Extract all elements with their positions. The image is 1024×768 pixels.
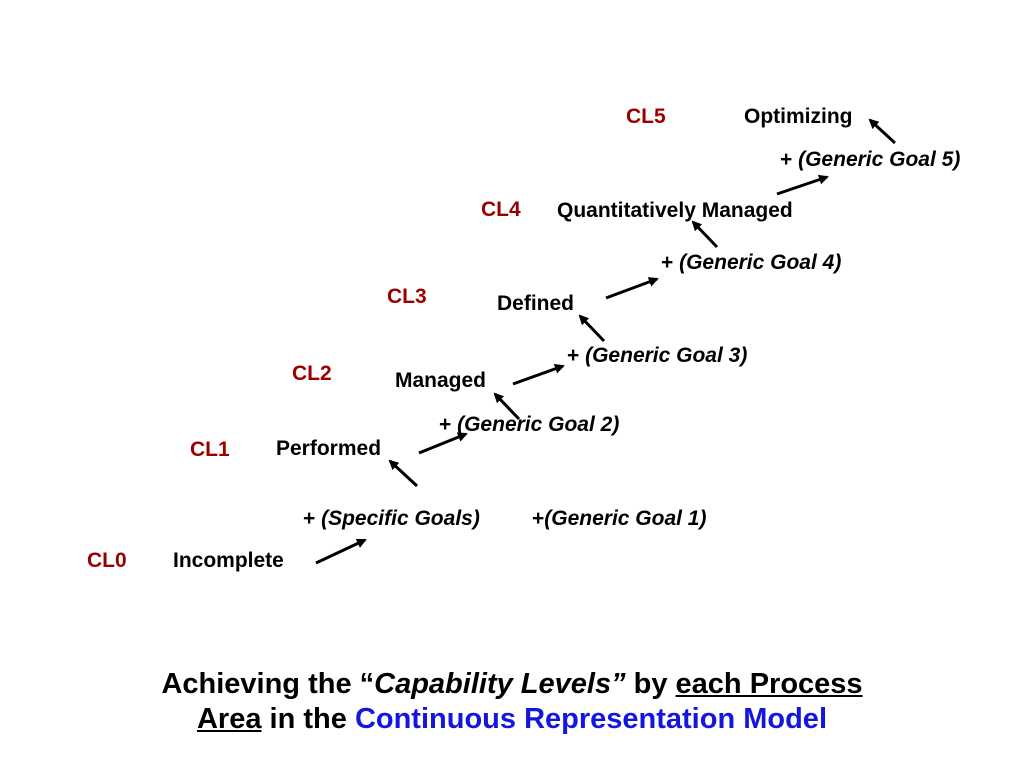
arrow-managed-to-gg3 xyxy=(512,364,565,386)
goal-text: (Generic Goal 4) xyxy=(679,251,842,274)
goal-specific: + (Specific Goals) xyxy=(303,508,480,529)
caption-line-1: Achieving the “Capability Levels” by eac… xyxy=(0,667,1024,702)
level-code-cl3: CL3 xyxy=(387,285,427,308)
level-name-performed: Performed xyxy=(276,437,382,460)
arrow-performed-to-gg2 xyxy=(418,432,468,455)
goal-generic-5: + (Generic Goal 5) xyxy=(780,149,960,170)
caption-text: by xyxy=(625,668,676,700)
caption-line-2: Area in the Continuous Representation Mo… xyxy=(0,702,1024,737)
level-name-managed: Managed xyxy=(395,369,487,392)
level-code-cl1: CL1 xyxy=(190,438,230,461)
goal-generic-1: +(Generic Goal 1) xyxy=(532,508,706,529)
arrow-gg2-to-managed xyxy=(493,392,521,421)
arrow-quantitatively-managed-to-gg5 xyxy=(776,174,829,196)
slide-caption: Achieving the “Capability Levels” by eac… xyxy=(0,667,1024,737)
arrow-gg5-to-optimizing xyxy=(868,118,897,145)
goal-text: (Generic Goal 5) xyxy=(798,148,961,171)
goal-plus: + xyxy=(439,413,458,436)
goal-plus: + xyxy=(661,251,680,274)
arrow-gg4-to-quantitatively-managed xyxy=(691,220,719,249)
goal-plus: + xyxy=(532,507,545,530)
goal-plus: + xyxy=(303,507,322,530)
goal-generic-2: + (Generic Goal 2) xyxy=(439,414,619,435)
arrow-defined-to-gg4 xyxy=(605,277,659,300)
caption-text: in the xyxy=(261,703,355,735)
arrow-incomplete-to-goals xyxy=(315,538,367,565)
caption-each-process: each Process xyxy=(675,668,863,700)
goal-plus: + xyxy=(780,148,799,171)
caption-text: Achieving the “ xyxy=(161,668,375,700)
goal-plus: + xyxy=(567,344,586,367)
level-code-cl5: CL5 xyxy=(626,105,666,128)
goal-text: (Generic Goal 1) xyxy=(544,507,707,530)
caption-model-name: Continuous Representation Model xyxy=(354,703,827,735)
level-code-cl4: CL4 xyxy=(481,198,521,221)
level-name-incomplete: Incomplete xyxy=(173,549,284,572)
goal-generic-4: + (Generic Goal 4) xyxy=(661,252,841,273)
goal-text: (Specific Goals) xyxy=(321,507,480,530)
goal-generic-3: + (Generic Goal 3) xyxy=(567,345,747,366)
level-name-quantitatively-managed: Quantitatively Managed xyxy=(557,199,793,222)
arrow-gg3-to-defined xyxy=(578,314,606,343)
level-code-cl2: CL2 xyxy=(292,362,332,385)
caption-capability-levels: Capability Levels” xyxy=(374,668,626,700)
arrow-goals-to-performed xyxy=(388,459,419,488)
level-name-defined: Defined xyxy=(497,292,575,315)
level-name-optimizing: Optimizing xyxy=(744,105,853,128)
goal-text: (Generic Goal 3) xyxy=(585,344,748,367)
caption-area: Area xyxy=(196,703,262,735)
level-code-cl0: CL0 xyxy=(87,549,127,572)
goal-text: (Generic Goal 2) xyxy=(457,413,620,436)
